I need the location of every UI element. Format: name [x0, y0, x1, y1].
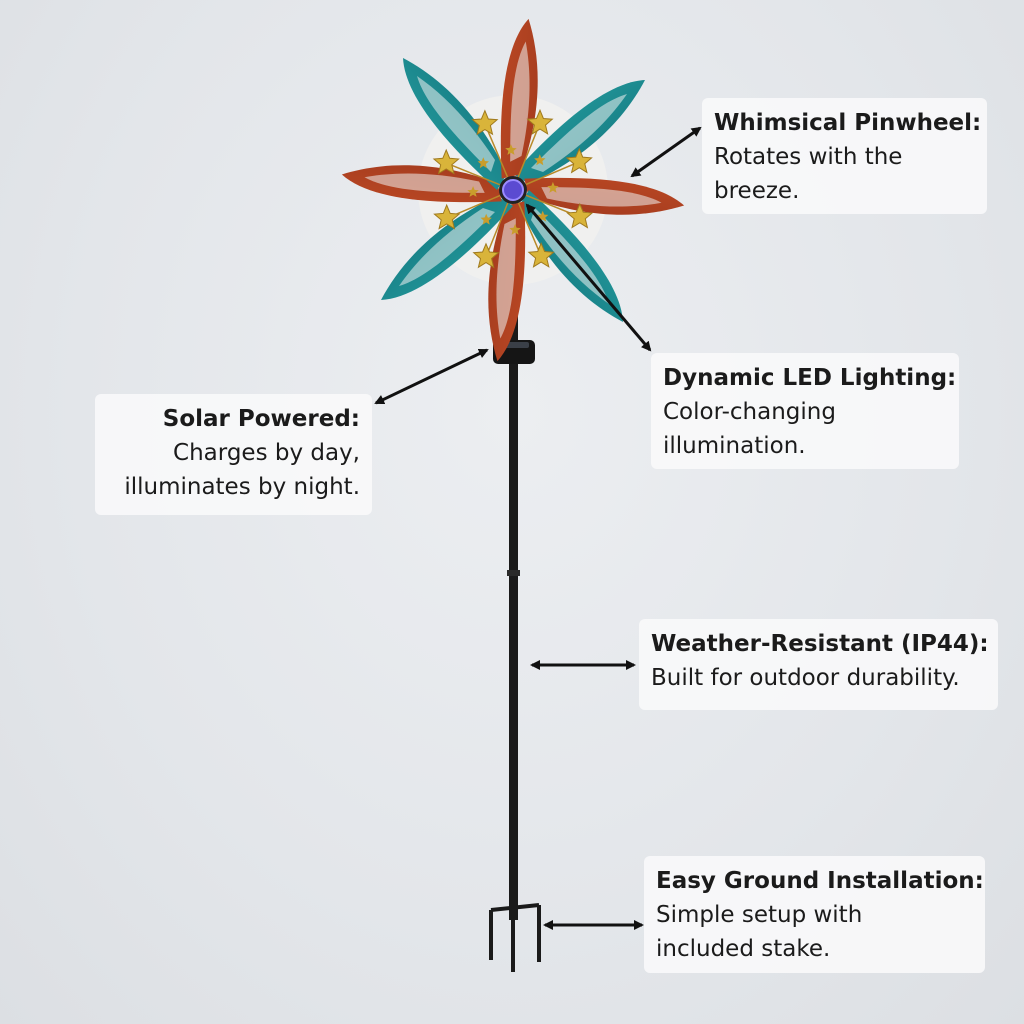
- feature-callout-pinwheel: Whimsical Pinwheel: Rotates with the bre…: [702, 98, 987, 214]
- feature-title: Easy Ground Installation:: [656, 868, 984, 894]
- feature-description: Rotates with the breeze.: [714, 144, 903, 204]
- feature-title: Whimsical Pinwheel:: [714, 110, 982, 136]
- feature-callout-installation: Easy Ground Installation: Simple setup w…: [644, 856, 985, 973]
- feature-description: Charges by day, illuminates by night.: [124, 440, 360, 500]
- pinwheel-icon: [341, 18, 685, 362]
- feature-callout-solar: Solar Powered: Charges by day, illuminat…: [95, 394, 372, 515]
- star-icon: [547, 181, 559, 193]
- star-icon: [509, 223, 521, 235]
- feature-description: Color-changing illumination.: [663, 399, 836, 459]
- star-icon: [471, 109, 499, 136]
- star-icon: [526, 108, 554, 135]
- star-icon: [433, 203, 461, 230]
- star-icon: [472, 242, 500, 269]
- feature-description: Simple setup with included stake.: [656, 902, 863, 962]
- feature-title: Dynamic LED Lighting:: [663, 365, 957, 391]
- star-icon: [432, 148, 460, 175]
- star-icon: [477, 157, 489, 169]
- arrow-pinwheel: [630, 126, 702, 178]
- feature-description: Built for outdoor durability.: [651, 665, 960, 691]
- feature-callout-weather: Weather-Resistant (IP44): Built for outd…: [639, 619, 998, 710]
- feature-title: Weather-Resistant (IP44):: [651, 631, 989, 657]
- star-icon: [480, 213, 492, 225]
- star-icon: [534, 154, 546, 166]
- feature-callout-led: Dynamic LED Lighting: Color-changing ill…: [651, 353, 959, 469]
- ground-stake-icon: [489, 903, 541, 972]
- led-light-icon: [502, 179, 524, 201]
- pole-joint: [507, 570, 520, 576]
- star-icon: [467, 186, 479, 197]
- pole: [509, 190, 518, 920]
- arrow-solar: [374, 348, 489, 405]
- star-icon: [565, 147, 593, 174]
- star-icon: [505, 144, 517, 155]
- arrow-led: [525, 203, 652, 352]
- feature-title: Solar Powered:: [162, 406, 360, 432]
